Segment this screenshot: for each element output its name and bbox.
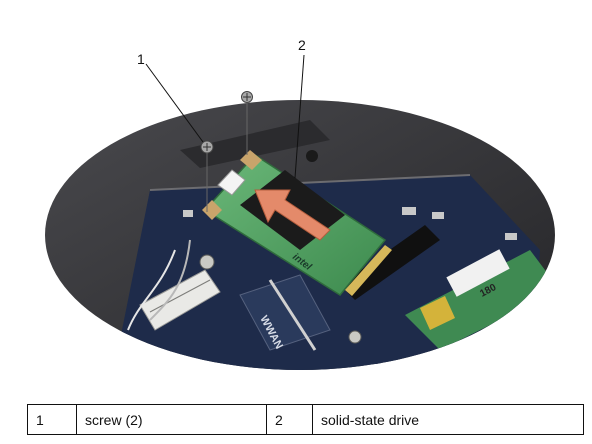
callout-legend: 1 screw (2) 2 solid-state drive xyxy=(27,404,584,435)
legend-label-1: screw (2) xyxy=(76,404,267,435)
screw-standoff xyxy=(199,254,215,270)
callout-1-number: 1 xyxy=(137,51,145,67)
screw-standoff-2 xyxy=(348,330,362,344)
solid-state-drive: intel xyxy=(202,150,392,296)
callout-2-number: 2 xyxy=(298,37,306,53)
wwan-connector xyxy=(139,269,221,331)
callout-2: 2 xyxy=(294,37,306,179)
legend-row: 1 screw (2) 2 solid-state drive xyxy=(27,404,584,435)
ssd-removal-illustration: WWAN 180 xyxy=(45,37,555,370)
removal-arrow xyxy=(254,189,331,241)
ssd-sticker xyxy=(217,169,246,196)
antenna-cable xyxy=(127,249,176,331)
memory-module: 180 xyxy=(405,249,555,350)
screw-icon-2 xyxy=(241,91,253,155)
legend-number-1: 1 xyxy=(27,404,77,435)
callout-1: 1 xyxy=(137,51,204,143)
screw-icon xyxy=(200,140,214,212)
legend-label-2: solid-state drive xyxy=(312,404,584,435)
legend-number-2: 2 xyxy=(266,404,313,435)
ssd-socket xyxy=(340,225,440,300)
